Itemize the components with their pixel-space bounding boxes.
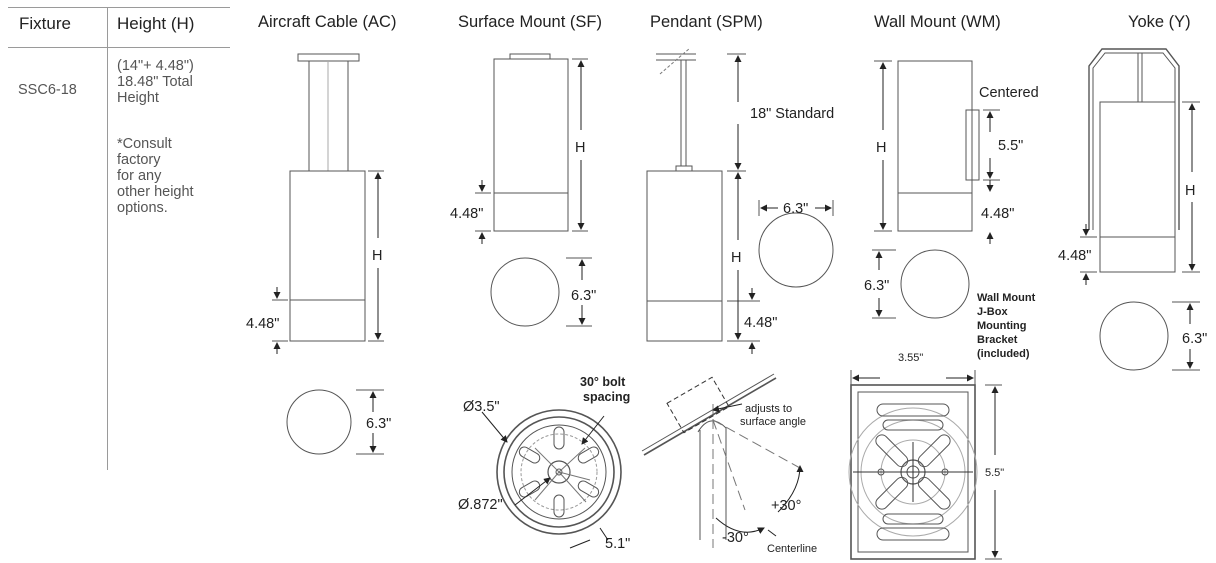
surface-mount-view: Surface Mount (SF) H 4.48" 6.3"	[450, 13, 630, 552]
fixture-body	[897, 60, 973, 232]
bracket-label: (included)	[977, 348, 1030, 360]
canopy-angle	[659, 47, 691, 75]
fixture-value: SSC6-18	[18, 82, 77, 98]
bolt-pattern-detail	[481, 409, 622, 549]
angle-minus: -30°	[722, 530, 749, 546]
table-column-rule	[107, 7, 108, 470]
centerline-label: Centerline	[767, 543, 817, 555]
height-value: (14"+ 4.48") 18.48" Total Height	[117, 58, 194, 106]
fixture-top-view	[900, 249, 970, 319]
dim-bracket-width: 3.55"	[898, 352, 923, 364]
yoke-view: Yoke (Y) H 4.48" 6.3"	[1058, 13, 1207, 371]
dim-diameter: 6.3"	[783, 201, 808, 217]
dim-diameter: 6.3"	[366, 416, 391, 432]
yoke-arm-inner	[1092, 52, 1176, 230]
note-line: factory	[117, 152, 161, 168]
fixture-top-view	[758, 212, 834, 288]
dim-bolt-circle: Ø3.5"	[463, 399, 500, 415]
bracket-label: Mounting	[977, 320, 1026, 332]
fixture-body	[289, 170, 366, 342]
header-height: Height (H)	[117, 14, 195, 33]
note-line: options.	[117, 200, 168, 216]
height-note: *Consult factory for any other height op…	[117, 136, 194, 216]
table-header-rule	[8, 47, 230, 48]
stem-connector	[675, 165, 693, 172]
header-fixture: Fixture	[19, 14, 71, 33]
dim-center-hole: Ø.872"	[458, 497, 503, 513]
fixture-top-view	[1099, 301, 1169, 371]
bracket-label: Bracket	[977, 334, 1018, 346]
height-line: Height	[117, 90, 159, 106]
adjust-label: adjusts to	[745, 403, 792, 415]
dim-base-height: 4.48"	[1058, 248, 1091, 264]
wall-plate	[965, 109, 980, 181]
dim-base-height: 4.48"	[450, 206, 483, 222]
spec-table: Fixture Height (H) SSC6-18 (14"+ 4.48") …	[0, 0, 230, 480]
dim-h: H	[731, 250, 741, 266]
dim-diameter: 6.3"	[571, 288, 596, 304]
mount-plate	[509, 53, 551, 60]
dim-base-height: 4.48"	[744, 315, 777, 331]
bracket-label: J-Box	[977, 306, 1008, 318]
note-line: *Consult	[117, 136, 172, 152]
title-surface-mount: Surface Mount (SF)	[458, 13, 602, 31]
fixture-body	[646, 170, 723, 342]
fixture-top-view	[490, 257, 560, 327]
centered-label: Centered	[979, 85, 1039, 101]
dim-base-height: 4.48"	[246, 316, 279, 332]
adjust-label: surface angle	[740, 416, 806, 428]
fixture-body	[493, 58, 569, 232]
fixture-top-view	[286, 389, 352, 455]
note-line: for any	[117, 168, 162, 184]
bolt-spacing-label: 30° bolt	[580, 375, 626, 389]
height-line: (14"+ 4.48")	[117, 58, 194, 74]
wall-mount-view: Wall Mount (WM) H Centered 5.5" 4.48" 6.…	[848, 13, 1039, 560]
dim-standard-stem: 18" Standard	[750, 106, 834, 122]
yoke-arm	[1088, 48, 1180, 230]
dim-h: H	[1185, 183, 1195, 199]
pendant-view: Pendant (SPM) 18" Standard H 4.48" 6.3"	[641, 13, 834, 555]
bolt-spacing-label: spacing	[583, 390, 630, 404]
jbox-bracket-detail	[848, 370, 1002, 560]
title-aircraft-cable: Aircraft Cable (AC)	[258, 13, 396, 31]
note-line: other height	[117, 184, 194, 200]
dim-h: H	[575, 140, 585, 156]
bracket-label: Wall Mount	[977, 292, 1036, 304]
dim-plate-height: 5.5"	[998, 138, 1023, 154]
swivel-detail	[641, 373, 804, 548]
dim-slot: 5.1"	[605, 536, 630, 552]
fixture-body	[1099, 101, 1176, 273]
title-pendant: Pendant (SPM)	[650, 13, 763, 31]
dim-bracket-height: 5.5"	[985, 467, 1004, 479]
table-top-rule	[8, 7, 230, 8]
dim-h: H	[372, 248, 382, 264]
angle-plus: +30°	[771, 498, 801, 514]
dim-diameter: 6.3"	[1182, 331, 1207, 347]
canopy	[297, 53, 360, 62]
title-yoke: Yoke (Y)	[1128, 13, 1191, 31]
dim-h: H	[876, 140, 886, 156]
height-line: 18.48" Total	[117, 74, 193, 90]
dim-base-height: 4.48"	[981, 206, 1014, 222]
aircraft-cable-view: Aircraft Cable (AC) H 4.48" 6.3"	[246, 13, 396, 455]
dim-diameter: 6.3"	[864, 278, 889, 294]
title-wall-mount: Wall Mount (WM)	[874, 13, 1001, 31]
